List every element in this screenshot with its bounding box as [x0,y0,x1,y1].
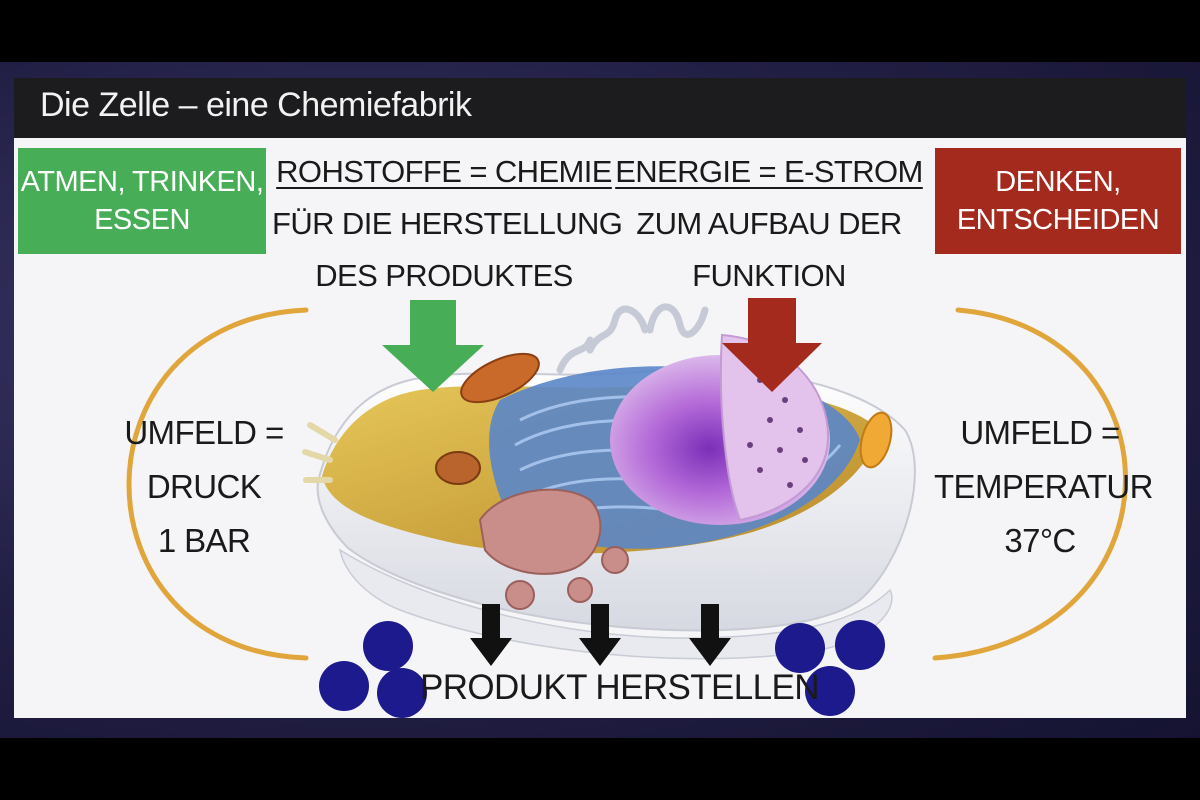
raw-materials-heading: ROHSTOFFE = CHEMIE [276,154,612,189]
golgi-apparatus [478,488,629,610]
energy-line: ZUM AUFBAU DER [636,206,902,241]
thinking-box-line: DENKEN, [995,166,1121,198]
title-bar: Die Zelle – eine Chemiefabrik [14,78,1186,138]
right-environment-line: UMFELD = [960,414,1120,451]
energy-line: FUNKTION [692,258,846,293]
product-dot [377,668,427,718]
product-dot [835,620,885,670]
thinking-box: DENKEN, ENTSCHEIDEN [935,148,1181,254]
right-environment-line: 37°C [1004,522,1076,559]
output-arrow [689,604,731,666]
right-environment-line: TEMPERATUR [934,468,1154,505]
energy-arrow [722,298,822,392]
product-label: PRODUKT HERSTELLEN [420,668,820,707]
right-environment-label: UMFELD = TEMPERATUR 37°C [934,406,1154,568]
nuclear-envelope [719,333,830,522]
product-dot [805,666,855,716]
left-environment-line: DRUCK [146,468,262,505]
raw-materials-arrow [382,300,484,392]
product-dot [775,623,825,673]
product-dot [363,621,413,671]
left-environment-line: 1 BAR [157,522,251,559]
slide-title: Die Zelle – eine Chemiefabrik [40,86,472,124]
energy-heading: ENERGIE = E-STROM [615,154,923,189]
left-arc [126,307,309,661]
left-environment-line: UMFELD = [124,414,284,451]
cell-illustration [302,303,916,660]
left-environment-label: UMFELD = DRUCK 1 BAR [104,406,304,568]
mitochondrion [435,451,481,485]
intake-box-line: ATMEN, TRINKEN, [20,166,264,198]
output-arrow [579,604,621,666]
cell-base [338,548,893,660]
raw-materials-line: FÜR DIE HERSTELLUNG [272,206,623,241]
energy-text: ENERGIE = E-STROM ZUM AUFBAU DER FUNKTIO… [612,146,926,302]
thinking-box-line: ENTSCHEIDEN [956,204,1160,236]
product-dot [319,661,369,711]
raw-materials-line: DES PRODUKTES [315,258,573,293]
mitochondrion [460,352,540,404]
right-arc [932,307,1128,661]
mitochondrion [859,411,893,469]
intake-box: ATMEN, TRINKEN, ESSEN [18,148,266,254]
raw-materials-text: ROHSTOFFE = CHEMIE FÜR DIE HERSTELLUNG D… [272,146,623,302]
output-arrow [470,604,512,666]
intake-box-line: ESSEN [94,204,190,236]
